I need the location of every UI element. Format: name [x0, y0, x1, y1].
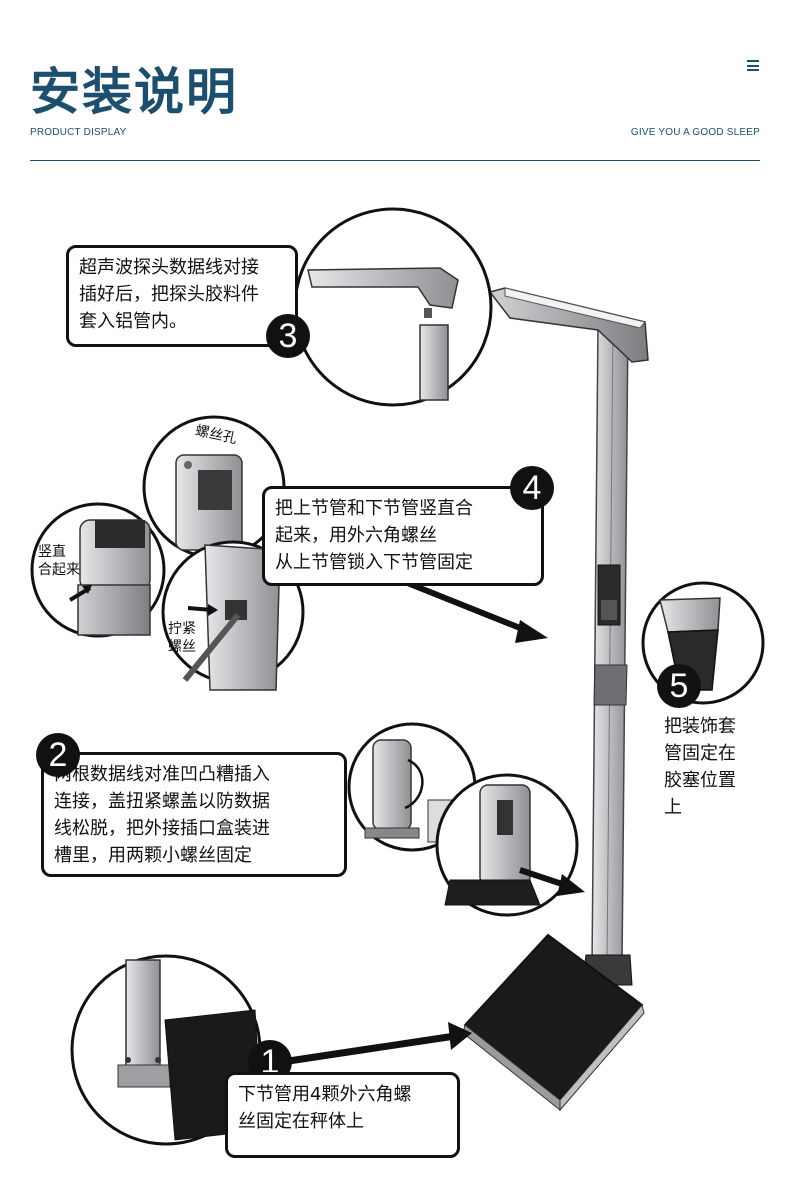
step-1-callout: 下节管用4颗外六角螺 丝固定在秤体上 [225, 1072, 460, 1158]
scale-platform [462, 933, 645, 1112]
step-2-number: 2 [36, 733, 80, 777]
step-3-callout: 超声波探头数据线对接 插好后，把探头胶料件 套入铝管内。 [66, 245, 298, 347]
step-3-number: 3 [266, 314, 310, 358]
detail-circle-probe [293, 207, 493, 407]
step-5-note: 把装饰套 管固定在 胶塞位置 上 [664, 716, 736, 818]
hamburger-menu-icon[interactable] [747, 60, 759, 71]
subtitle-right: GIVE YOU A GOOD SLEEP [630, 127, 760, 138]
label-vertical-join: 竖直 合起来 [38, 544, 80, 578]
header-divider [30, 160, 760, 161]
detail-circle-tighten-screw [161, 540, 305, 691]
scale-pole [488, 287, 649, 986]
page-title: 安装说明 [30, 63, 238, 121]
step-5-number: 5 [657, 664, 701, 708]
step-2-callout: 两根数据线对准凹凸糟插入 连接，盖扭紧螺盖以防数据 线松脱，把外接插口盒装进 槽… [41, 752, 347, 877]
detail-circle-plug-box [435, 773, 579, 917]
arrows [281, 577, 585, 1066]
step-4-callout: 把上节管和下节管竖直合 起来，用外六角螺丝 从上节管锁入下节管固定 [262, 486, 544, 586]
subtitle-left: PRODUCT DISPLAY [30, 127, 127, 138]
step-4-number: 4 [510, 466, 554, 510]
detail-circle-vertical-join [30, 502, 166, 638]
label-tighten-screw: 拧紧 螺丝 [168, 621, 196, 655]
